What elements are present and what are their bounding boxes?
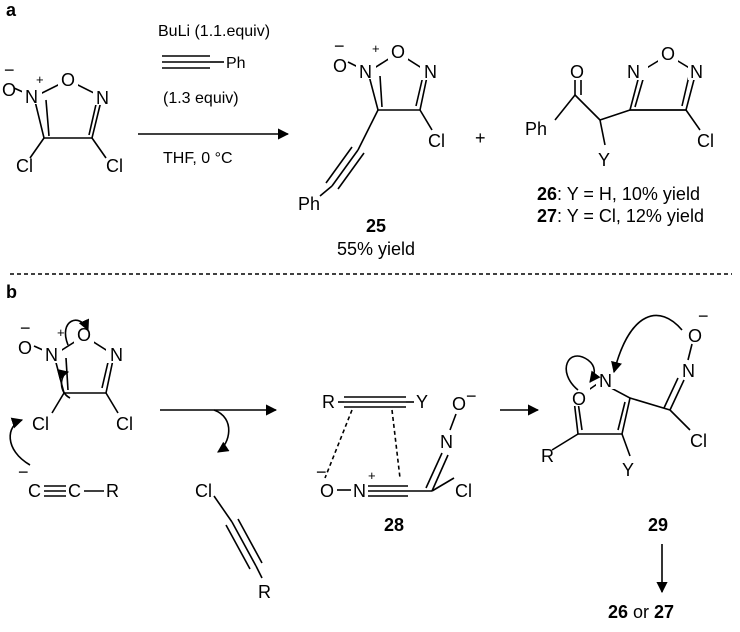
atom-N: N — [110, 345, 123, 365]
atom-Cl: Cl — [106, 156, 123, 176]
atom-Cl: Cl — [116, 414, 133, 434]
atom-C: C — [28, 481, 41, 501]
charge-minus: − — [698, 306, 709, 326]
product-25-structure: O N + N O − Cl Ph — [298, 36, 445, 214]
charge-minus: − — [4, 60, 15, 80]
charge-minus: − — [18, 462, 29, 482]
charge-minus: − — [466, 386, 477, 406]
atom-Cl: Cl — [455, 481, 472, 501]
charge-plus: + — [36, 72, 44, 87]
reagent-equiv: (1.3 equiv) — [163, 90, 239, 107]
atom-N: N — [690, 62, 703, 82]
atom-O: O — [77, 325, 91, 345]
atom-N: N — [599, 371, 612, 391]
charge-plus: + — [368, 468, 376, 483]
atom-C: C — [68, 481, 81, 501]
atom-O: O — [572, 389, 586, 409]
final-products-label: 26 or 27 — [608, 602, 674, 622]
panel-a-label: a — [6, 0, 17, 20]
intermediate-28: R Y − O N + N O − Cl — [316, 386, 477, 501]
atom-N: N — [25, 87, 38, 107]
atom-Y: Y — [622, 460, 634, 480]
atom-O: O — [333, 56, 347, 76]
atom-N: N — [45, 345, 58, 365]
atom-N: N — [353, 481, 366, 501]
atom-N: N — [96, 88, 109, 108]
atom-R: R — [322, 392, 335, 412]
atom-O: O — [2, 80, 16, 100]
plus-sign: + — [475, 128, 486, 148]
atom-O: O — [688, 326, 702, 346]
atom-Ph: Ph — [298, 194, 320, 214]
compound-28-label: 28 — [384, 515, 404, 535]
product-25-number: 25 — [366, 216, 386, 236]
isoxazole-29: O N R Y N O − Cl — [541, 306, 709, 480]
atom-Cl: Cl — [32, 414, 49, 434]
dichlorofuroxan-a: O N + N O − Cl Cl — [2, 60, 123, 176]
atom-Cl: Cl — [428, 131, 445, 151]
atom-O: O — [661, 44, 675, 64]
atom-O: O — [570, 62, 584, 82]
panel-b-label: b — [6, 282, 17, 302]
atom-O: O — [452, 394, 466, 414]
charge-plus: + — [372, 41, 380, 56]
charge-minus: − — [316, 462, 327, 482]
atom-O: O — [320, 481, 334, 501]
phenylacetylene-reagent: Ph — [162, 55, 246, 72]
atom-Cl: Cl — [16, 156, 33, 176]
charge-plus: + — [57, 325, 65, 340]
product-25-yield: 55% yield — [337, 239, 415, 259]
reagent-buli: BuLi (1.1.equiv) — [158, 23, 270, 40]
product-26-label: 26: Y = H, 10% yield — [537, 184, 700, 204]
atom-O: O — [391, 42, 405, 62]
atom-Y: Y — [416, 392, 428, 412]
reagent-ph-label: Ph — [226, 55, 246, 72]
atom-O: O — [61, 70, 75, 90]
atom-Cl: Cl — [690, 431, 707, 451]
atom-R: R — [541, 446, 554, 466]
atom-Ph: Ph — [525, 119, 547, 139]
charge-minus: − — [334, 36, 345, 56]
dichlorofuroxan-b: O N + N O − Cl Cl — [18, 318, 133, 434]
atom-N: N — [440, 432, 453, 452]
reaction-conditions: THF, 0 °C — [163, 150, 233, 167]
atom-O: O — [18, 338, 32, 358]
compound-29-label: 29 — [648, 515, 668, 535]
product-27-label: 27: Y = Cl, 12% yield — [537, 206, 704, 226]
chloroalkyne-byproduct: Cl R — [195, 481, 271, 602]
atom-N: N — [627, 62, 640, 82]
atom-N: N — [424, 62, 437, 82]
atom-N: N — [682, 361, 695, 381]
product-26-27-structure: O N O N Ph Y Cl — [525, 44, 714, 170]
curved-arrow-b — [213, 409, 230, 453]
atom-Cl: Cl — [697, 131, 714, 151]
atom-Y: Y — [598, 150, 610, 170]
atom-R: R — [106, 481, 119, 501]
charge-minus: − — [20, 318, 31, 338]
atom-Cl: Cl — [195, 481, 212, 501]
atom-N: N — [359, 62, 372, 82]
atom-R: R — [258, 582, 271, 602]
acetylide-anion: − C C R — [9, 417, 119, 501]
